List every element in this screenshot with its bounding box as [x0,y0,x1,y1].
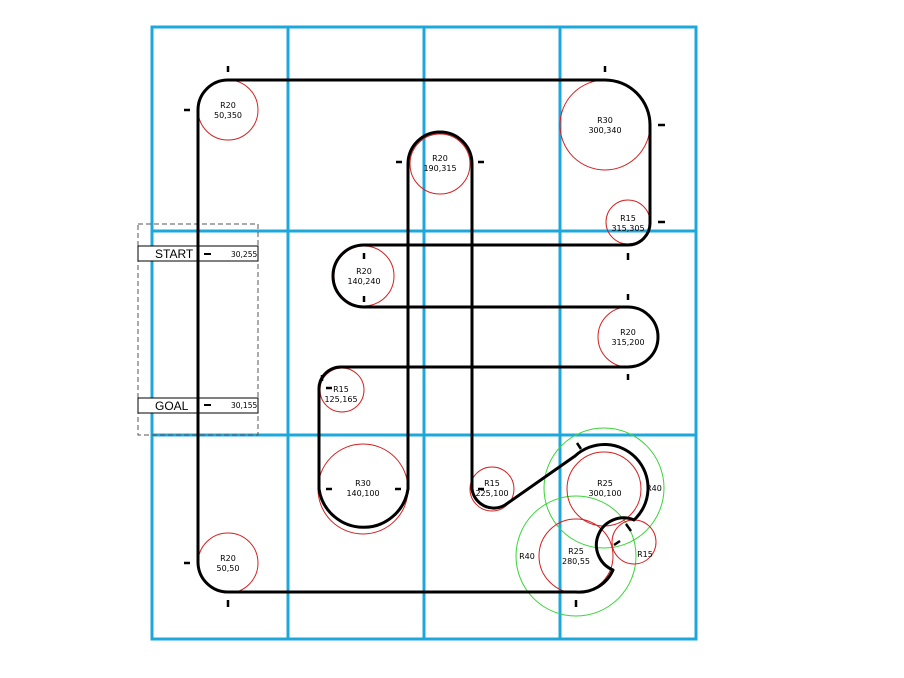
circle-radius-label-7: R15 [333,385,349,394]
circle-radius-label-1: R20 [220,101,236,110]
circle-radius-label-2: R20 [432,154,448,163]
circle-center-label-4: 315,305 [611,224,644,233]
circle-radius-label-12: R20 [220,554,236,563]
radius-circle-9 [469,466,515,512]
guide-circle-lower [515,495,637,617]
circle-center-label-1: 50,350 [214,111,242,120]
circle-radius-label-8: R30 [355,479,371,488]
start-label: START [155,247,194,261]
radius-circle-2 [409,133,471,195]
circle-center-label-9: 225,100 [475,489,508,498]
circle-radius-label-10: R25 [597,479,613,488]
circle-center-label-8: 140,100 [346,489,379,498]
circle-radius-label-9: R15 [484,479,500,488]
circle-center-label-6: 315,200 [611,338,644,347]
goal-coord: 30,155 [231,401,257,410]
circle-radius-label-13: R15 [637,550,653,559]
circle-center-label-7: 125,165 [324,395,357,404]
circle-center-label-11: 280,55 [562,557,590,566]
start-coord: 30,255 [231,250,257,259]
guide-radius-label-1: R40 [646,484,662,493]
circle-center-label-12: 50,50 [217,564,240,573]
guide-circle-upper [543,427,665,549]
circle-radius-label-4: R15 [620,214,636,223]
circle-center-label-5: 140,240 [347,277,380,286]
circle-radius-label-11: R25 [568,547,584,556]
goal-label: GOAL [155,399,189,413]
guide-circles [515,427,665,617]
circle-radius-label-3: R30 [597,116,613,125]
circle-radius-label-6: R20 [620,328,636,337]
circle-center-label-10: 300,100 [588,489,621,498]
radius-circles [197,79,659,594]
circle-radius-label-5: R20 [356,267,372,276]
track-path [196,78,660,594]
circle-center-label-2: 190,315 [423,164,456,173]
tick-marks [184,66,665,607]
circle-center-label-3: 300,340 [588,126,621,135]
circle-labels: R20 50,350 R20 190,315 R30 300,340 R15 3… [214,101,662,573]
guide-radius-label-2: R40 [519,552,535,561]
